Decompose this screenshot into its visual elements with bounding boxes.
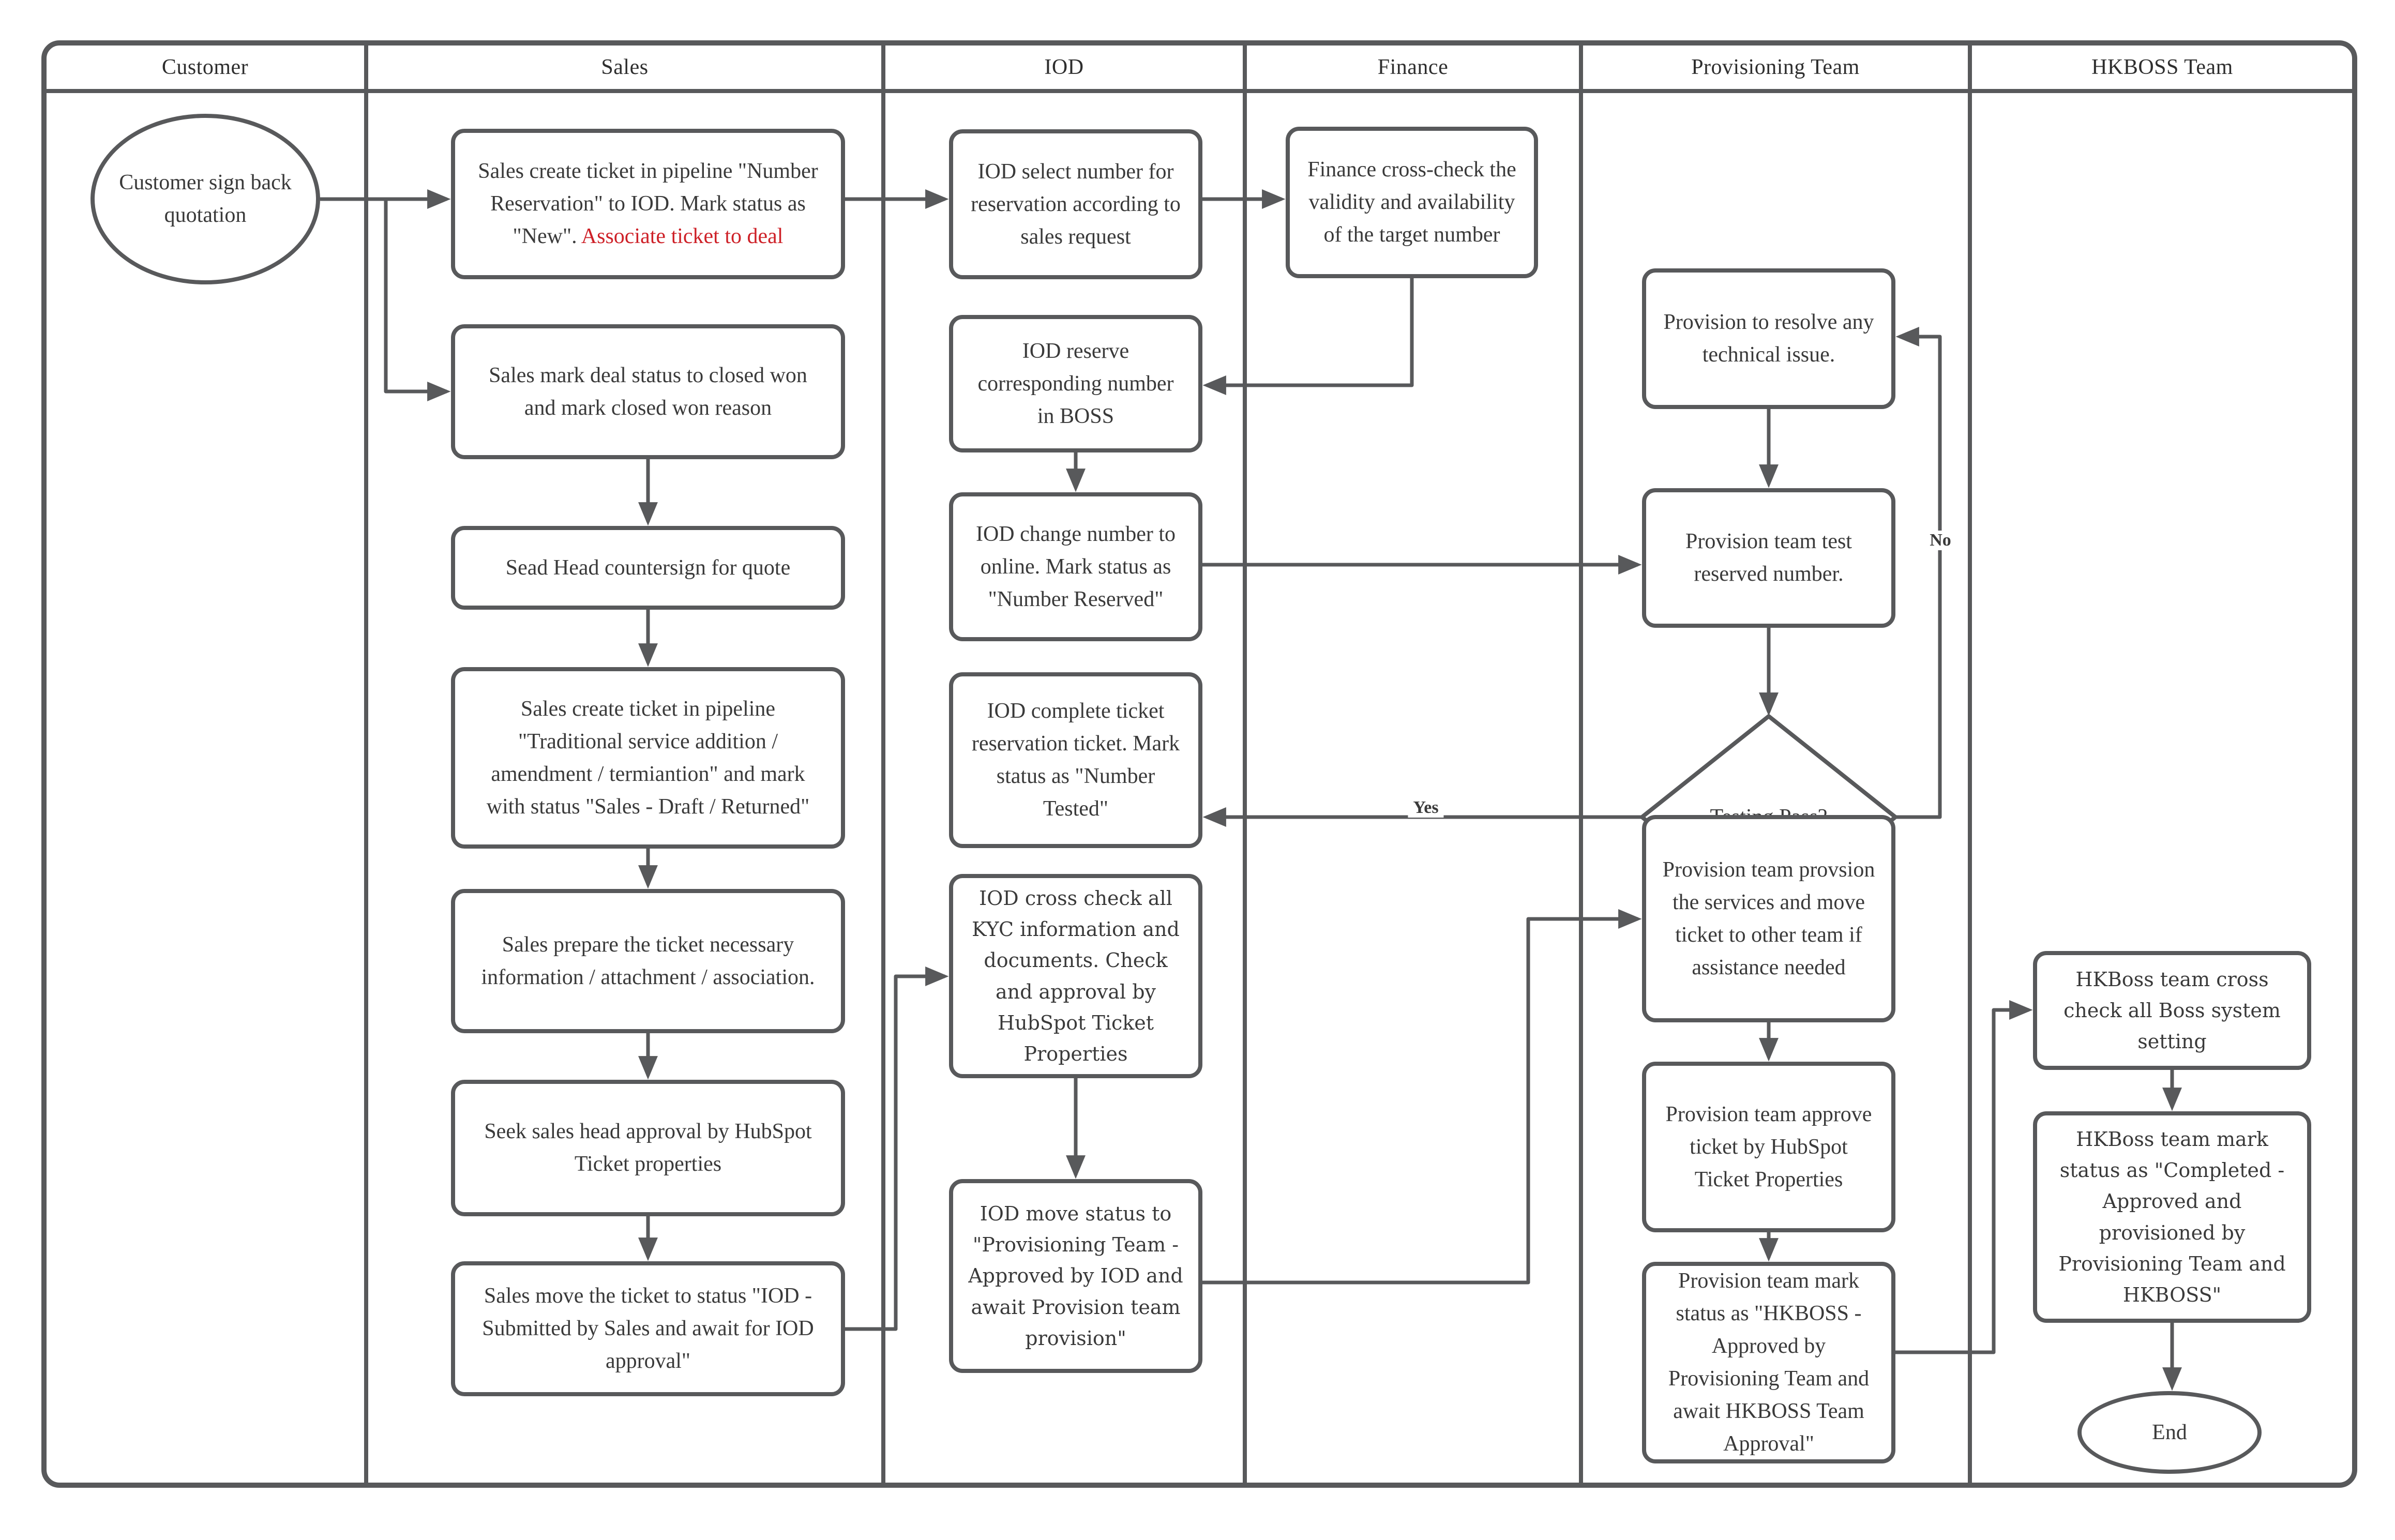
node-provision-approve-ticket: Provision team approve ticket by HubSpot…	[1642, 1062, 1895, 1232]
node-text-normal: Sales create ticket in pipeline "Number …	[478, 159, 818, 248]
node-sales-create-traditional-service-ticket: Sales create ticket in pipeline "Traditi…	[451, 667, 845, 849]
node-provision-mark-status-hkboss-approved: Provision team mark status as "HKBOSS - …	[1642, 1262, 1895, 1463]
node-sales-mark-deal-closed-won: Sales mark deal status to closed won and…	[451, 324, 845, 459]
node-iod-change-number-online: IOD change number to online. Mark status…	[949, 492, 1202, 641]
node-iod-cross-check-kyc: IOD cross check all KYC information and …	[949, 874, 1202, 1078]
node-finance-cross-check-number: Finance cross-check the validity and ava…	[1286, 127, 1538, 278]
edge-label-yes: Yes	[1408, 798, 1444, 818]
lane-header-provisioning-team: Provisioning Team	[1691, 55, 1860, 79]
connector-start-to-s2	[384, 199, 451, 401]
lane-header-finance: Finance	[1377, 55, 1449, 79]
node-iod-select-number: IOD select number for reservation accord…	[949, 129, 1202, 279]
node-provision-services-move-ticket: Provision team provsion the services and…	[1642, 815, 1895, 1022]
node-iod-move-status-provisioning-approved: IOD move status to "Provisioning Team - …	[949, 1179, 1202, 1373]
node-end: End	[2077, 1391, 2262, 1474]
node-hkboss-mark-status-completed: HKBoss team mark status as "Completed - …	[2033, 1111, 2311, 1323]
node-sales-create-number-reservation-ticket: Sales create ticket in pipeline "Number …	[451, 129, 845, 279]
node-text: Sales create ticket in pipeline "Number …	[471, 155, 825, 253]
connector-s7-to-i5	[845, 967, 949, 1331]
connector-f1-to-i2	[1202, 278, 1414, 395]
node-start-customer-sign-back: Customer sign back quotation	[91, 114, 320, 284]
lane-header-hkboss-team: HKBOSS Team	[2091, 55, 2233, 79]
node-sales-move-ticket-iod-submitted: Sales move the ticket to status "IOD - S…	[451, 1261, 845, 1396]
node-iod-reserve-number-boss: IOD reserve corresponding number in BOSS	[949, 315, 1202, 452]
connector-d1-no-to-p1	[1895, 327, 1942, 819]
node-hkboss-cross-check-system-setting: HKBoss team cross check all Boss system …	[2033, 951, 2311, 1070]
node-sales-prepare-ticket-information: Sales prepare the ticket necessary infor…	[451, 889, 845, 1033]
diagram-outer-border	[41, 40, 2357, 1488]
lane-header-iod: IOD	[1044, 55, 1084, 79]
node-seek-sales-head-approval: Seek sales head approval by HubSpot Tick…	[451, 1080, 845, 1216]
node-sales-head-countersign-quote: Sead Head countersign for quote	[451, 526, 845, 610]
edge-label-no: No	[1924, 531, 1956, 550]
node-text-red: Associate ticket to deal	[581, 224, 784, 248]
lane-header-sales: Sales	[601, 55, 649, 79]
connector-i6-to-p3	[1202, 909, 1642, 1285]
node-provision-test-reserved-number: Provision team test reserved number.	[1642, 488, 1895, 628]
lane-header-customer: Customer	[161, 55, 249, 79]
connector-p5-to-h1	[1895, 1000, 2033, 1354]
node-iod-complete-reservation-ticket: IOD complete ticket reservation ticket. …	[949, 672, 1202, 848]
node-provision-resolve-technical-issue: Provision to resolve any technical issue…	[1642, 268, 1895, 409]
